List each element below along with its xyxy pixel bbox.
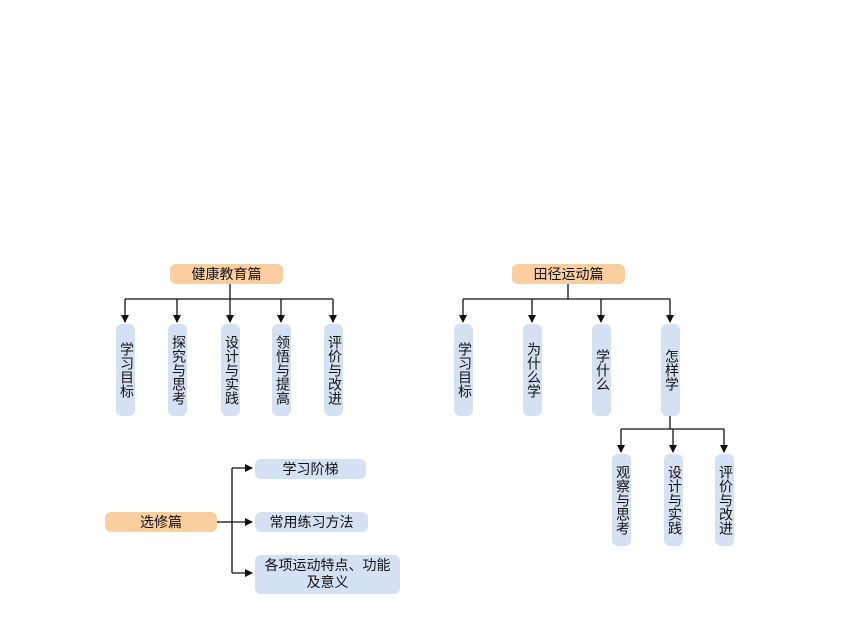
how-node-label: 观察与思考 bbox=[614, 465, 630, 535]
elective-node-2: 常用练习方法 bbox=[255, 512, 368, 532]
how-node-2: 设计与实践 bbox=[664, 454, 683, 546]
how-node-label: 设计与实践 bbox=[666, 465, 682, 535]
elective-node-3: 各项运动特点、功能及意义 bbox=[255, 555, 400, 594]
health-node-label: 探究与思考 bbox=[170, 335, 186, 405]
elective-node-label: 常用练习方法 bbox=[269, 515, 354, 531]
track-node-label: 为什么学 bbox=[525, 342, 541, 398]
elective-root-label: 选修篇 bbox=[140, 515, 182, 531]
how-node-1: 观察与思考 bbox=[612, 454, 631, 546]
how-node-3: 评价与改进 bbox=[715, 454, 734, 546]
health-root-node: 健康教育篇 bbox=[170, 264, 283, 284]
track-node-label: 学什么 bbox=[594, 349, 610, 391]
track-node-label: 学习目标 bbox=[456, 342, 472, 398]
track-node-1: 学习目标 bbox=[454, 324, 473, 416]
elective-node-label: 学习阶梯 bbox=[282, 462, 339, 478]
elective-root-node: 选修篇 bbox=[105, 512, 217, 532]
track-root-label: 田径运动篇 bbox=[533, 267, 604, 283]
elective-node-label: 各项运动特点、功能及意义 bbox=[264, 557, 391, 591]
track-root-node: 田径运动篇 bbox=[512, 264, 625, 284]
how-node-label: 评价与改进 bbox=[717, 465, 733, 535]
health-node-label: 领悟与提高 bbox=[274, 335, 290, 405]
track-node-4: 怎样学 bbox=[661, 324, 680, 416]
track-node-3: 学什么 bbox=[592, 324, 611, 416]
health-node-label: 设计与实践 bbox=[223, 335, 239, 405]
track-node-label: 怎样学 bbox=[663, 349, 679, 391]
health-node-label: 学习目标 bbox=[118, 342, 134, 398]
track-node-2: 为什么学 bbox=[523, 324, 542, 416]
health-node-4: 领悟与提高 bbox=[272, 324, 291, 416]
health-node-label: 评价与改进 bbox=[326, 335, 342, 405]
elective-node-1: 学习阶梯 bbox=[255, 459, 366, 479]
health-node-3: 设计与实践 bbox=[221, 324, 240, 416]
health-node-1: 学习目标 bbox=[116, 324, 135, 416]
health-node-5: 评价与改进 bbox=[324, 324, 343, 416]
health-node-2: 探究与思考 bbox=[168, 324, 187, 416]
health-root-label: 健康教育篇 bbox=[191, 267, 262, 283]
